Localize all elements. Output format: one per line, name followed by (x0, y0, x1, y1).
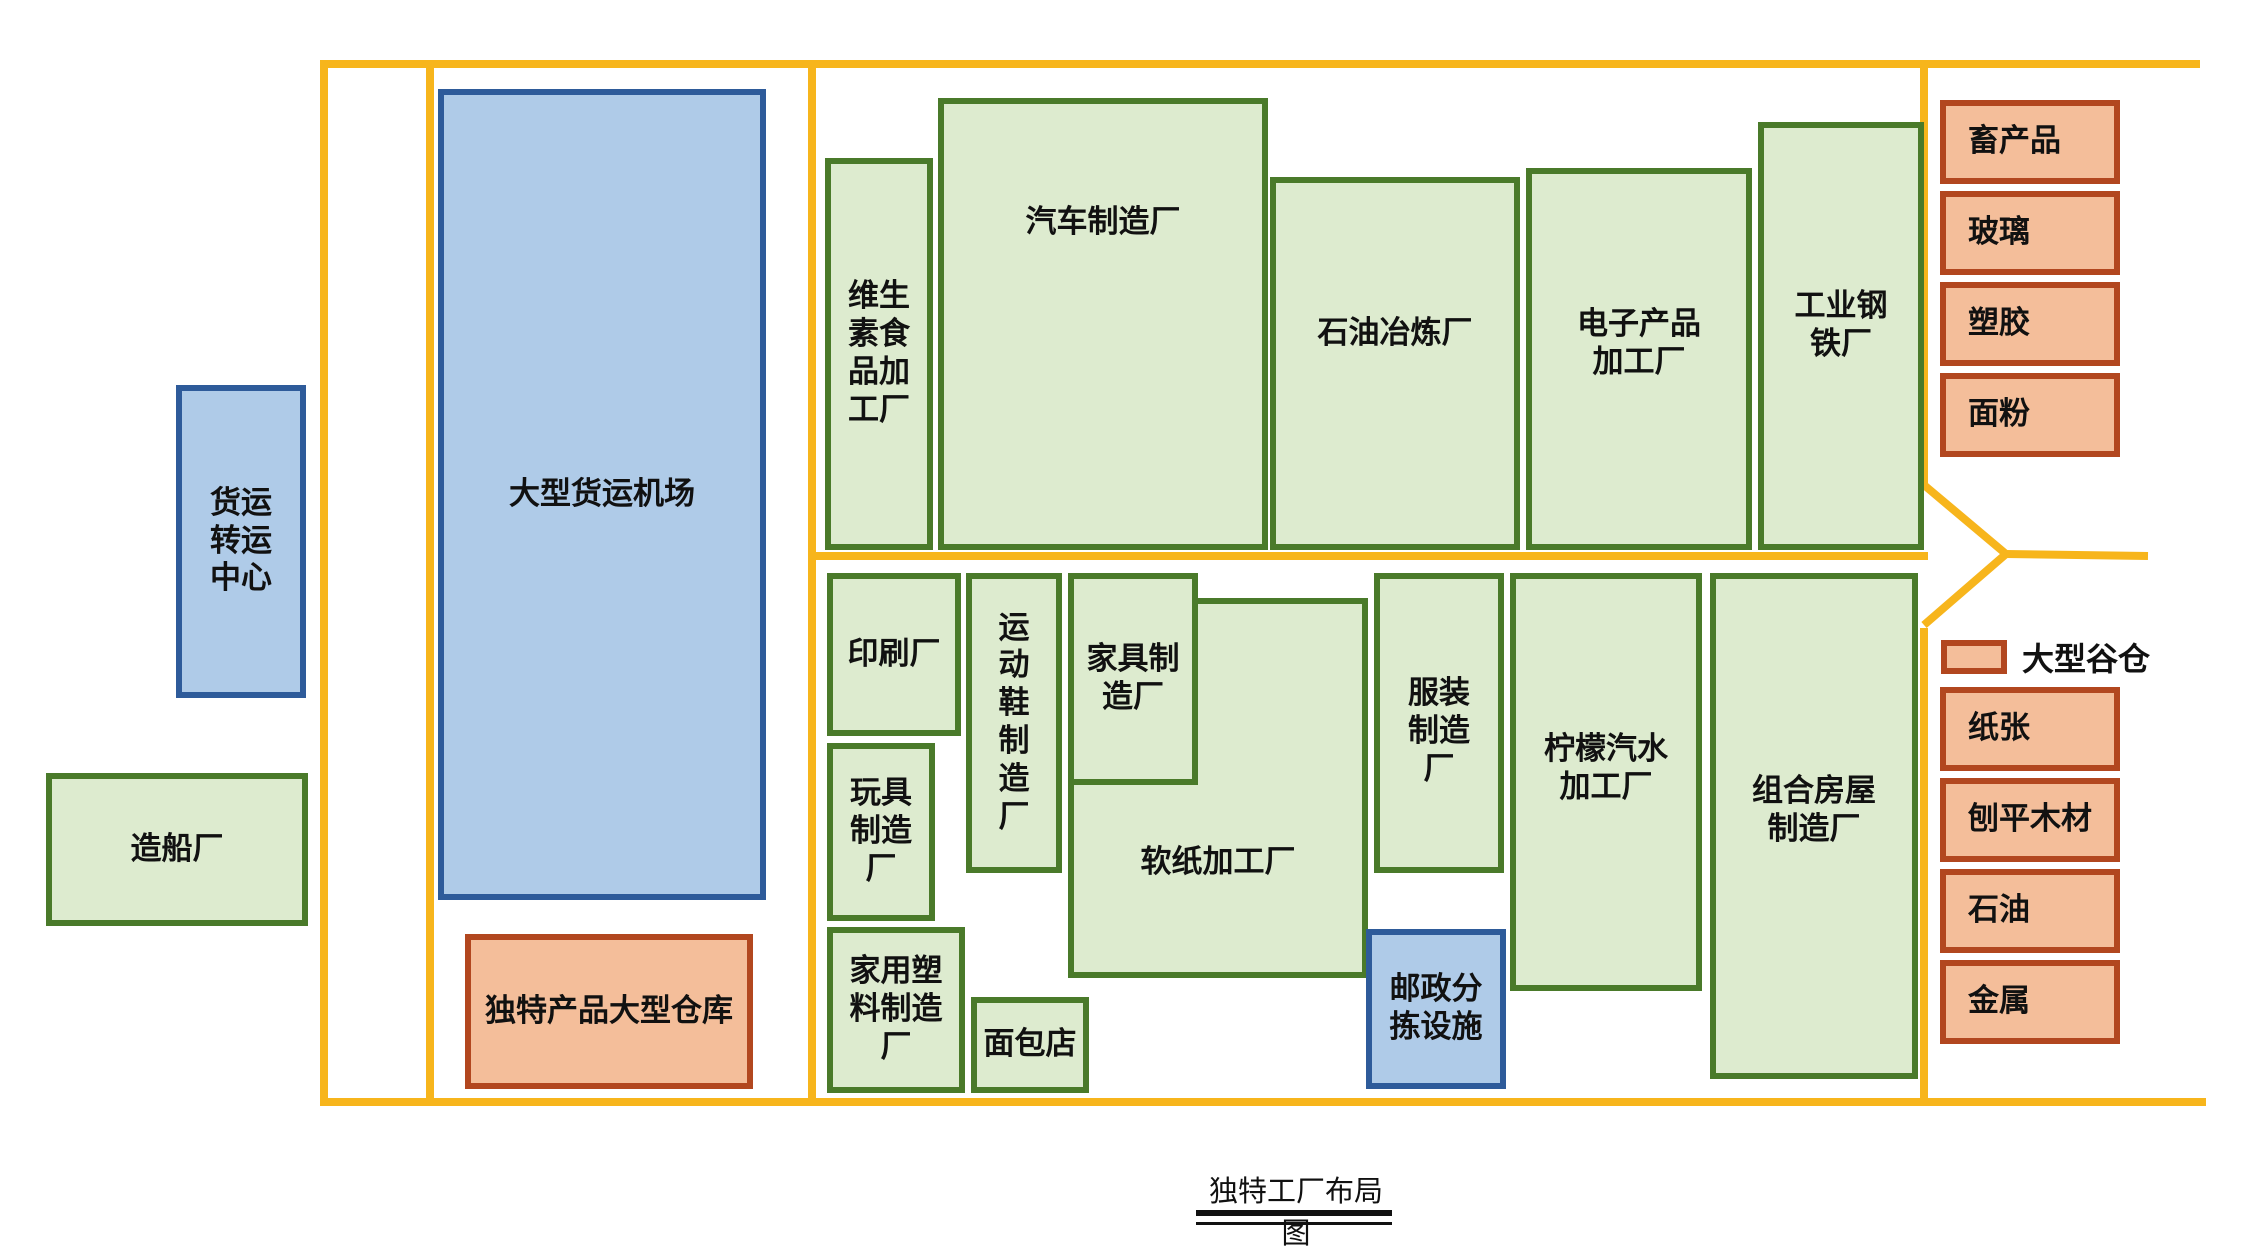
silo-planed-lumber: 刨平木材 (1940, 778, 2120, 862)
modular-housing-factory: 组合房屋制造厂 (1710, 573, 1918, 1079)
road-left-inner (426, 60, 434, 1106)
title-underline-thin (1196, 1222, 1392, 1225)
road-top (320, 60, 2200, 68)
shipyard: 造船厂 (46, 773, 308, 926)
furniture-factory-label: 家具制造厂 (1086, 641, 1180, 715)
auto-factory: 汽车制造厂 (938, 98, 1268, 550)
auto-factory-label: 汽车制造厂 (1025, 204, 1181, 240)
road-left-outer (320, 60, 328, 1106)
road-bottom (320, 1098, 2206, 1106)
silo-flour: 面粉 (1940, 373, 2120, 457)
postal-sorting-facility-label: 邮政分拣设施 (1389, 971, 1483, 1045)
silo-glass: 玻璃 (1940, 191, 2120, 275)
silo-livestock-label: 畜产品 (1968, 123, 2061, 160)
electronics-factory-label: 电子产品加工厂 (1577, 306, 1701, 380)
steel-factory: 工业钢铁厂 (1758, 122, 1924, 550)
road-middle-horizontal (808, 552, 1928, 560)
silo-metal: 金属 (1940, 960, 2120, 1044)
legend-label: 大型谷仓 (2022, 640, 2151, 678)
oil-refinery-label: 石油冶炼厂 (1317, 315, 1473, 351)
silo-paper: 纸张 (1940, 687, 2120, 771)
road-mid-vertical (808, 60, 816, 1106)
lemon-soda-factory: 柠檬汽水加工厂 (1510, 573, 1702, 991)
toy-factory: 玩具制造厂 (827, 743, 935, 921)
silo-oil: 石油 (1940, 869, 2120, 953)
silo-planed-lumber-label: 刨平木材 (1968, 801, 2092, 838)
furniture-factory: 家具制造厂 (1068, 573, 1198, 785)
modular-housing-factory-label: 组合房屋制造厂 (1752, 773, 1876, 847)
bakery: 面包店 (971, 997, 1089, 1093)
freight-transfer-center: 货运转运中心 (176, 385, 306, 698)
toy-factory-label: 玩具制造厂 (850, 775, 912, 887)
silo-plastic-label: 塑胶 (1968, 305, 2030, 342)
steel-factory-label: 工业钢铁厂 (1794, 288, 1888, 362)
legend-swatch-silo (1941, 640, 2007, 674)
silo-metal-label: 金属 (1968, 983, 2030, 1020)
freight-transfer-center-label: 货运转运中心 (210, 484, 272, 597)
cargo-airport: 大型货运机场 (438, 89, 766, 900)
bakery-label: 面包店 (983, 1026, 1077, 1063)
electronics-factory: 电子产品加工厂 (1526, 168, 1752, 550)
apparel-factory: 服装制造厂 (1374, 573, 1504, 873)
title-underline-thick (1196, 1210, 1392, 1216)
unique-products-warehouse: 独特产品大型仓库 (465, 934, 753, 1089)
cargo-airport-label: 大型货运机场 (509, 475, 695, 512)
silo-oil-label: 石油 (1968, 892, 2030, 929)
silo-glass-label: 玻璃 (1968, 214, 2030, 251)
vitamin-food-factory: 维生素食品加工厂 (825, 158, 933, 550)
silo-paper-label: 纸张 (1968, 710, 2030, 747)
vitamin-food-factory-label: 维生素食品加工厂 (848, 278, 910, 428)
sports-shoes-factory-label: 运动鞋制造厂 (998, 609, 1030, 835)
printing-factory: 印刷厂 (827, 573, 961, 736)
silo-flour-label: 面粉 (1968, 396, 2030, 433)
unique-products-warehouse-label: 独特产品大型仓库 (485, 992, 733, 1029)
oil-refinery: 石油冶炼厂 (1270, 177, 1520, 550)
lemon-soda-factory-label: 柠檬汽水加工厂 (1544, 731, 1668, 805)
apparel-factory-label: 服装制造厂 (1408, 675, 1470, 787)
shipyard-label: 造船厂 (130, 830, 224, 867)
silo-plastic: 塑胶 (1940, 282, 2120, 366)
road-right-vertical-upper (1920, 60, 1928, 485)
road-right-vertical-lower (1920, 628, 1928, 1106)
household-plastics-factory-label: 家用塑料制造厂 (849, 953, 943, 1065)
household-plastics-factory: 家用塑料制造厂 (827, 927, 965, 1093)
silo-livestock: 畜产品 (1940, 100, 2120, 184)
sports-shoes-factory: 运动鞋制造厂 (966, 573, 1062, 873)
road-fork (1921, 481, 2149, 629)
soft-paper-factory-label: 软纸加工厂 (1140, 844, 1296, 881)
postal-sorting-facility: 邮政分拣设施 (1366, 929, 1506, 1089)
printing-factory-label: 印刷厂 (847, 635, 941, 672)
